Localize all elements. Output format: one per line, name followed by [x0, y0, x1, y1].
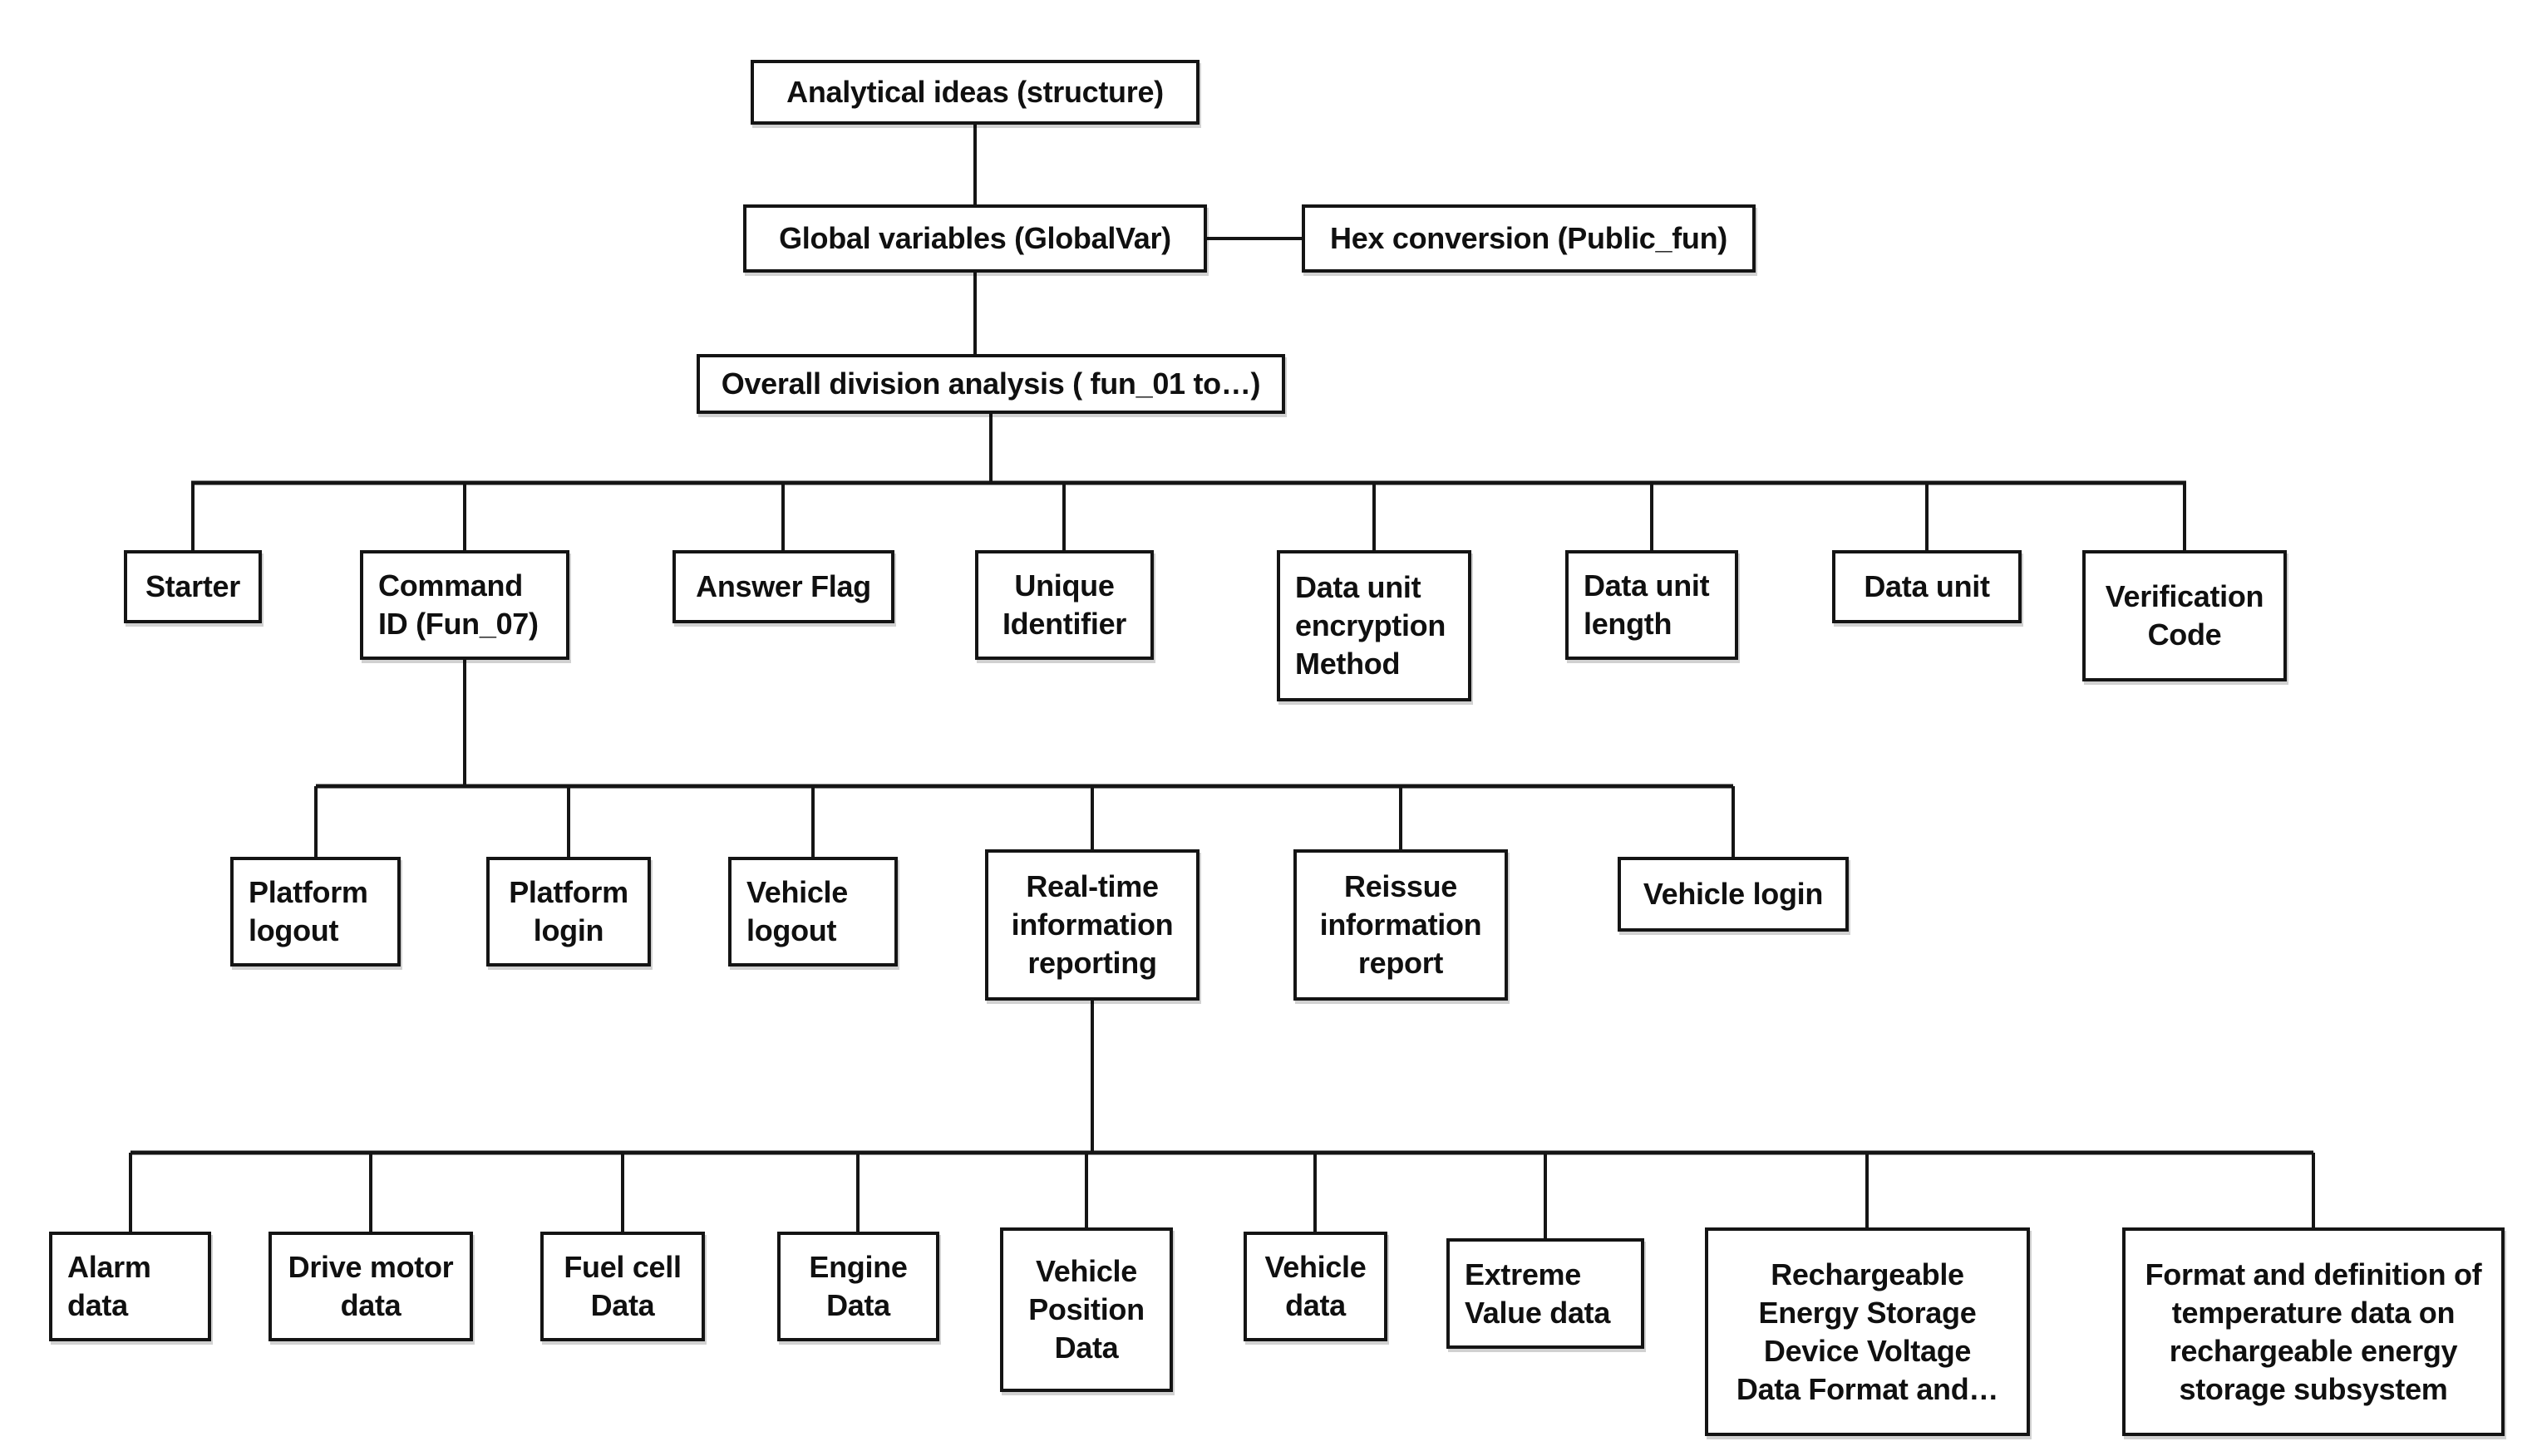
node-label: Drive motor data	[288, 1250, 454, 1322]
node-fuel-cell-data: Fuel cell Data	[540, 1232, 705, 1341]
node-platform-login: Platform login	[486, 857, 651, 967]
node-overall-division-analysis: Overall division analysis ( fun_01 to…)	[697, 354, 1285, 414]
node-starter: Starter	[124, 550, 262, 623]
node-label: Unique Identifier	[1002, 568, 1127, 641]
node-label: Format and definition of temperature dat…	[2145, 1257, 2482, 1406]
node-platform-logout: Platform logout	[230, 857, 401, 967]
node-label: Extreme Value data	[1465, 1257, 1611, 1330]
node-answer-flag: Answer Flag	[672, 550, 894, 623]
node-label: Platform logout	[249, 875, 368, 947]
node-label: Real-time information reporting	[1011, 869, 1174, 980]
node-vehicle-login: Vehicle login	[1618, 857, 1849, 932]
node-vehicle-data: Vehicle data	[1244, 1232, 1387, 1341]
node-drive-motor-data: Drive motor data	[268, 1232, 473, 1341]
node-label: Vehicle logout	[746, 875, 848, 947]
node-label: Hex conversion (Public_fun)	[1330, 221, 1727, 255]
node-label: Answer Flag	[696, 569, 871, 603]
node-hex-conversion: Hex conversion (Public_fun)	[1302, 204, 1756, 273]
node-label: Analytical ideas (structure)	[786, 75, 1164, 109]
node-label: Vehicle login	[1643, 877, 1824, 911]
node-label: Vehicle Position Data	[1028, 1254, 1145, 1365]
node-data-unit-encryption-method: Data unit encryption Method	[1277, 550, 1471, 701]
node-label: Data unit encryption Method	[1295, 570, 1446, 681]
node-data-unit: Data unit	[1832, 550, 2022, 623]
node-label: Reissue information report	[1319, 869, 1482, 980]
node-alarm-data: Alarm data	[49, 1232, 211, 1341]
node-analytical-ideas: Analytical ideas (structure)	[751, 60, 1200, 125]
node-label: Global variables (GlobalVar)	[779, 221, 1171, 255]
node-label: Rechargeable Energy Storage Device Volta…	[1736, 1257, 1999, 1406]
node-label: Overall division analysis ( fun_01 to…)	[721, 366, 1261, 401]
node-verification-code: Verification Code	[2082, 550, 2287, 681]
node-label: Vehicle data	[1264, 1250, 1367, 1322]
node-label: Fuel cell Data	[564, 1250, 682, 1322]
node-global-variables: Global variables (GlobalVar)	[743, 204, 1207, 273]
node-vehicle-logout: Vehicle logout	[728, 857, 898, 967]
node-label: Engine Data	[809, 1250, 908, 1322]
node-label: Command ID (Fun_07)	[378, 568, 539, 641]
node-label: Alarm data	[67, 1250, 151, 1322]
node-label: Platform login	[509, 875, 628, 947]
node-realtime-information-reporting: Real-time information reporting	[985, 849, 1200, 1001]
node-command-id: Command ID (Fun_07)	[360, 550, 569, 660]
node-unique-identifier: Unique Identifier	[975, 550, 1154, 660]
node-label: Data unit length	[1584, 568, 1710, 641]
node-data-unit-length: Data unit length	[1565, 550, 1738, 660]
node-label: Starter	[145, 569, 240, 603]
node-label: Verification Code	[2105, 579, 2264, 652]
node-rechargeable-energy-storage: Rechargeable Energy Storage Device Volta…	[1705, 1227, 2030, 1436]
node-label: Data unit	[1864, 569, 1990, 603]
node-vehicle-position-data: Vehicle Position Data	[1000, 1227, 1173, 1392]
node-reissue-information-report: Reissue information report	[1293, 849, 1508, 1001]
node-engine-data: Engine Data	[777, 1232, 939, 1341]
node-extreme-value-data: Extreme Value data	[1446, 1238, 1644, 1349]
node-format-definition-temperature: Format and definition of temperature dat…	[2122, 1227, 2505, 1436]
